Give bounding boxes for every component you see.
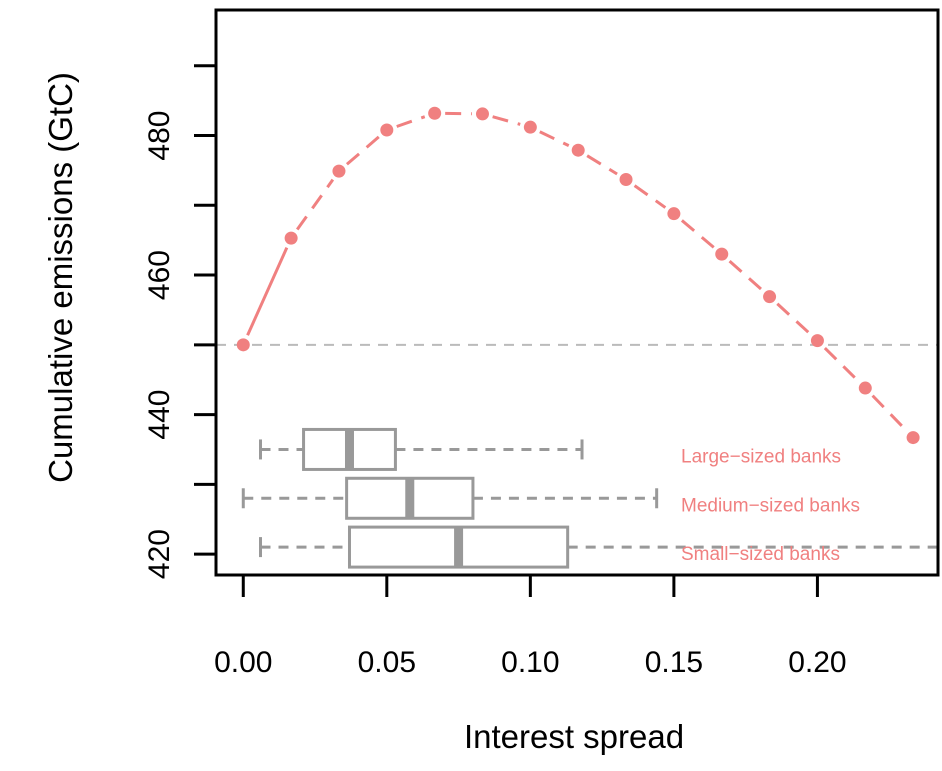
data-point	[284, 231, 298, 245]
series-line-segment	[680, 219, 715, 249]
series-line-segment	[586, 154, 618, 176]
series-layer	[236, 106, 920, 445]
data-point	[523, 120, 537, 134]
series-line-segment	[246, 247, 289, 336]
series-line-segment	[296, 178, 335, 231]
data-point	[332, 164, 346, 178]
data-point	[715, 247, 729, 261]
y-tick-label: 460	[143, 250, 176, 300]
data-point	[475, 107, 489, 121]
data-point	[236, 338, 250, 352]
boxplot-label: Small−sized banks	[681, 544, 840, 565]
y-tick-label: 440	[143, 390, 176, 440]
x-tick-label: 0.10	[501, 646, 559, 679]
series-line-segment	[728, 259, 763, 291]
data-point	[571, 143, 585, 157]
y-tick-label: 420	[143, 529, 176, 579]
series-line-segment	[871, 394, 907, 432]
x-tick-label: 0.00	[214, 646, 272, 679]
boxplots-layer	[241, 427, 938, 569]
data-point	[619, 173, 633, 186]
y-tick-label: 480	[143, 111, 176, 161]
series-line-segment	[823, 346, 859, 382]
series-line-segment	[396, 115, 426, 128]
data-point	[810, 334, 824, 348]
data-point	[763, 290, 777, 304]
series-line-segment	[633, 184, 667, 209]
x-tick-label: 0.20	[788, 646, 846, 679]
x-axis-title: Interest spread	[464, 718, 684, 755]
x-axis: 0.00 0.05 0.10 0.15 0.20	[214, 575, 847, 679]
data-point	[380, 123, 394, 137]
x-tick-label: 0.05	[358, 646, 416, 679]
data-point	[858, 381, 872, 395]
boxplot-label: Medium−sized banks	[681, 495, 860, 516]
data-point	[428, 106, 442, 120]
y-axis-title: Cumulative emissions (GtC)	[42, 72, 79, 483]
boxplot-label: Large−sized banks	[681, 446, 841, 467]
data-point	[906, 431, 920, 445]
series-line-segment	[345, 135, 380, 166]
y-axis: 420 440 460 480	[143, 64, 216, 579]
series-line-segment	[539, 130, 570, 148]
x-tick-label: 0.15	[645, 646, 703, 679]
data-point	[667, 207, 681, 221]
series-line-segment	[776, 302, 811, 335]
series-line-segment	[492, 115, 521, 126]
plot-frame	[214, 8, 940, 577]
